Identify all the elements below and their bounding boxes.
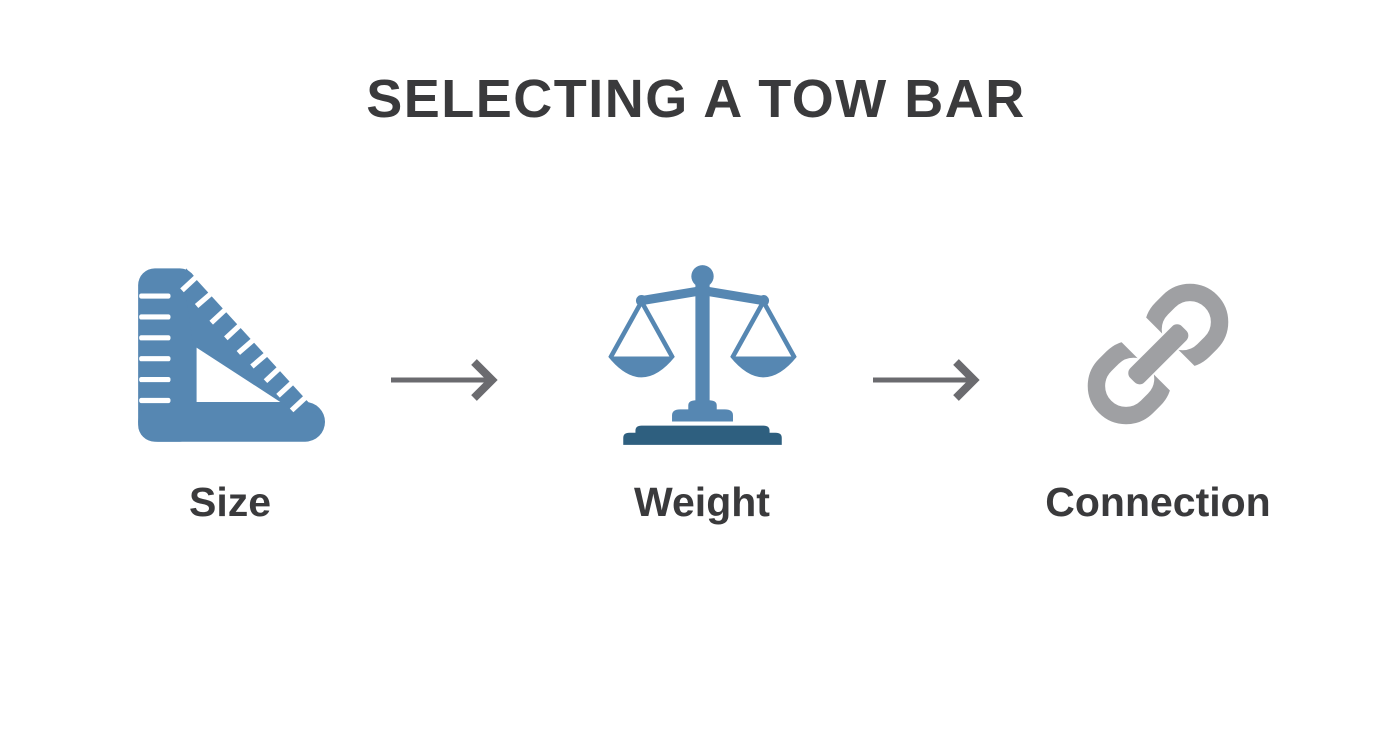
arrow-right-icon: [391, 359, 498, 401]
step-label-weight: Weight: [634, 479, 770, 525]
page-title: SELECTING A TOW BAR: [366, 69, 1026, 129]
step-weight: Weight: [552, 258, 852, 526]
balance-scale-icon: [608, 264, 797, 445]
step-size: Size: [80, 258, 380, 526]
ruler-square-icon: [138, 268, 325, 442]
step-connection: Connection: [1008, 258, 1308, 526]
arrow-right-icon: [873, 359, 980, 401]
step-label-connection: Connection: [1045, 479, 1271, 525]
step-label-size: Size: [188, 479, 272, 525]
chain-link-icon: [1087, 283, 1229, 425]
